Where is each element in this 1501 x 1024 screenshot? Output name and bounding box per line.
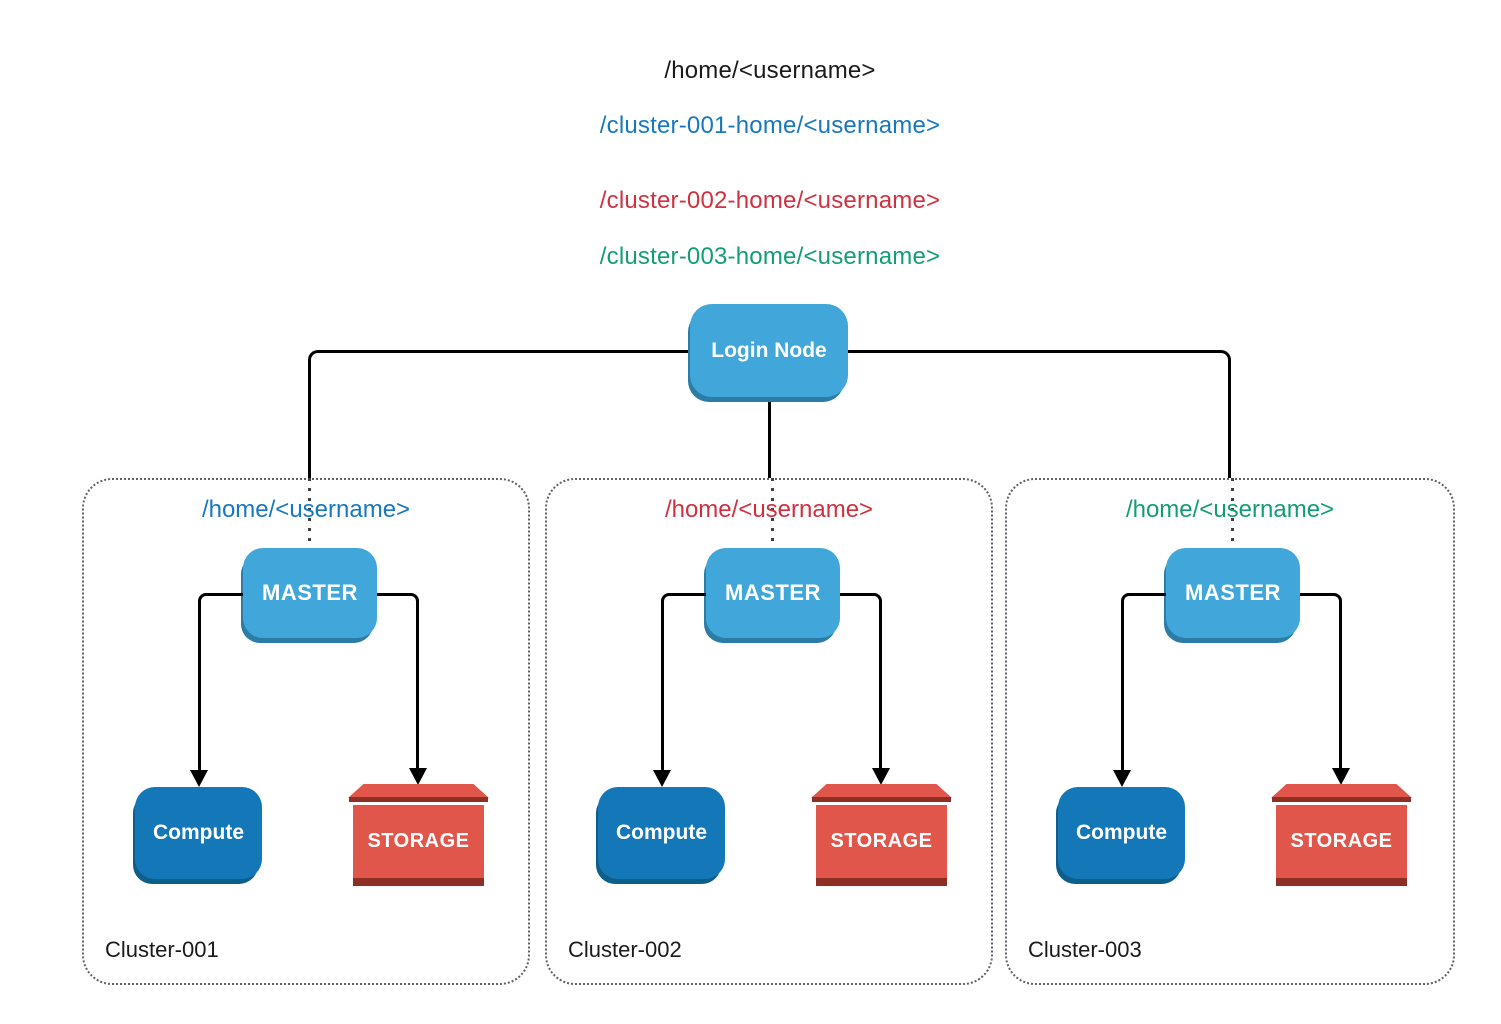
cluster-003-name: Cluster-003 <box>1028 937 1142 962</box>
compute-label: Compute <box>616 821 707 844</box>
cluster-002-master-node: MASTER <box>706 548 840 638</box>
storage-label: STORAGE <box>1290 830 1393 852</box>
login-node: Login Node <box>690 304 848 397</box>
login-node-label: Login Node <box>711 338 827 362</box>
storage-lid-edge <box>1272 797 1411 802</box>
path-label-cluster-001-home: /cluster-001-home/<username> <box>599 112 941 139</box>
path-label-home: /home/<username> <box>664 57 876 84</box>
arrow-down-icon <box>653 770 671 787</box>
cluster-001-master-to-compute-connector <box>198 593 243 771</box>
storage-label: STORAGE <box>367 830 470 852</box>
cluster-003-master-to-storage-connector <box>1300 593 1342 771</box>
arrow-down-icon <box>872 768 890 785</box>
cluster-002-home-path: /home/<username> <box>664 496 874 523</box>
storage-base <box>816 878 947 886</box>
cluster-002-compute-node: Compute <box>598 787 725 879</box>
storage-body: STORAGE <box>816 805 947 886</box>
master-label: MASTER <box>262 580 358 605</box>
cluster-001-master-node: MASTER <box>243 548 377 638</box>
cluster-002-container: /home/<username> MASTER Compute STORAGE … <box>545 478 993 985</box>
cluster-003-home-path: /home/<username> <box>1125 496 1335 523</box>
cluster-001-name: Cluster-001 <box>105 937 219 962</box>
cluster-003-master-to-compute-connector <box>1121 593 1166 771</box>
cluster-001-compute-node: Compute <box>135 787 262 879</box>
path-label-cluster-002-home: /cluster-002-home/<username> <box>599 187 941 214</box>
storage-base <box>353 878 484 886</box>
storage-lid-icon <box>811 784 952 798</box>
cluster-001-container: /home/<username> MASTER Compute STORAGE … <box>82 478 530 985</box>
arrow-down-icon <box>409 768 427 785</box>
storage-lid-icon <box>1271 784 1412 798</box>
connector-login-drop <box>768 396 771 478</box>
compute-label: Compute <box>1076 821 1167 844</box>
storage-lid-edge <box>812 797 951 802</box>
cluster-001-dotted-drop <box>308 478 311 548</box>
cluster-001-master-to-storage-connector <box>377 593 419 771</box>
cluster-002-master-to-compute-connector <box>661 593 706 771</box>
storage-lid-icon <box>348 784 489 798</box>
master-label: MASTER <box>725 580 821 605</box>
cluster-002-dotted-drop <box>771 478 774 548</box>
cluster-001-storage-node: STORAGE <box>348 784 489 886</box>
arrow-down-icon <box>1113 770 1131 787</box>
arrow-down-icon <box>190 770 208 787</box>
cluster-002-storage-node: STORAGE <box>811 784 952 886</box>
compute-label: Compute <box>153 821 244 844</box>
storage-body: STORAGE <box>1276 805 1407 886</box>
arrow-down-icon <box>1332 768 1350 785</box>
master-label: MASTER <box>1185 580 1281 605</box>
storage-body: STORAGE <box>353 805 484 886</box>
storage-base <box>1276 878 1407 886</box>
storage-lid-edge <box>349 797 488 802</box>
cluster-003-dotted-drop <box>1231 478 1234 548</box>
cluster-002-master-to-storage-connector <box>840 593 882 771</box>
cluster-003-compute-node: Compute <box>1058 787 1185 879</box>
path-label-cluster-003-home: /cluster-003-home/<username> <box>599 243 941 270</box>
cluster-002-name: Cluster-002 <box>568 937 682 962</box>
cluster-001-home-path: /home/<username> <box>201 496 411 523</box>
cluster-003-storage-node: STORAGE <box>1271 784 1412 886</box>
cluster-003-master-node: MASTER <box>1166 548 1300 638</box>
storage-label: STORAGE <box>830 830 933 852</box>
cluster-003-container: /home/<username> MASTER Compute STORAGE … <box>1005 478 1455 985</box>
